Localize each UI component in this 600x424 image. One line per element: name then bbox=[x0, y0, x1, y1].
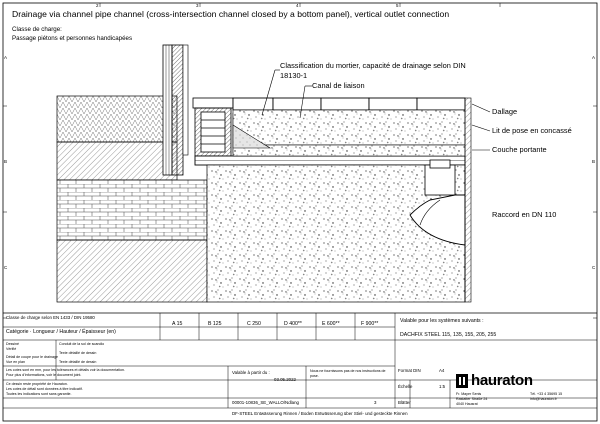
load-class-b125: B 125 bbox=[208, 321, 222, 327]
checked-cell: Vérifié bbox=[6, 347, 17, 351]
section-detail-cell: Détail de coupe pour le drainage bbox=[6, 355, 58, 359]
load-class-value: Passage piétons et personnes handicapées bbox=[12, 35, 133, 42]
grid-letter-a-right: A bbox=[592, 55, 596, 60]
sheet-label: Blätter bbox=[398, 400, 411, 405]
outlet-label: Raccord en DN 110 bbox=[492, 210, 557, 219]
scale-label: Échelle bbox=[398, 384, 413, 389]
load-class-c250: C 250 bbox=[247, 321, 261, 327]
note-4: Les cotes de détail sont données à titre… bbox=[6, 387, 83, 391]
norm-line: Classe de charge selon EN 1433 / DIN 195… bbox=[6, 315, 95, 320]
mortar-norm-label: 18130-1 bbox=[280, 71, 308, 80]
load-class-a15: A 15 bbox=[172, 321, 183, 327]
bedding-label: Lit de pose en concassé bbox=[492, 126, 572, 135]
no-instructions-note: Nous ne fournissons pas de nos instructi… bbox=[310, 369, 386, 379]
grid-letter-b-right: B bbox=[592, 159, 596, 164]
grid-number-2: 2 bbox=[96, 3, 99, 8]
format-label: Format DIN bbox=[398, 368, 421, 373]
valid-from-label: Valable à partir du : bbox=[232, 370, 270, 375]
drawn-cell: Dessiné bbox=[6, 342, 19, 346]
scale-value: 1:5 bbox=[439, 384, 446, 389]
company-address-3: 4040 Hausrat bbox=[456, 402, 478, 406]
systems-list: DACHFIX STEEL 115, 135, 155, 205, 255 bbox=[400, 332, 497, 338]
drawing-title: Drainage via channel pipe channel (cross… bbox=[12, 9, 450, 19]
footer-text: DF-STEEL Entwässerung Rinnen / Boden Ent… bbox=[232, 411, 408, 416]
load-class-label: Classe de charge: bbox=[12, 26, 62, 33]
grid-letter-b: B bbox=[4, 159, 8, 164]
note-3: Ce dessin reste propriété de Hauraton. bbox=[6, 382, 68, 386]
sheet-index: 3 bbox=[374, 400, 377, 405]
valid-systems-label: Valable pour les systèmes suivants : bbox=[400, 318, 484, 324]
note-2: Pour plus d'informations, voir le docume… bbox=[6, 373, 82, 377]
grid-number-5: 5 bbox=[396, 3, 399, 8]
grid-number-3: 3 bbox=[196, 3, 199, 8]
note-5: Toutes les indications sont sans garanti… bbox=[6, 392, 72, 396]
load-class-f900: F 900** bbox=[361, 321, 379, 327]
company-address-1: Fr. Mayer Senis bbox=[456, 392, 482, 396]
drawing-number: 00001-10836_SE_WALLO/Ndlang bbox=[232, 400, 299, 405]
category-field: Catégorie · Longueur / Hauteur / Épaisse… bbox=[6, 329, 116, 335]
mid-cell-1: Conduit de la sol de scandio bbox=[59, 342, 105, 346]
company-email: info@hauraton.fr bbox=[530, 397, 557, 401]
note-1: Les cotes sont en mm, pour les tolérance… bbox=[6, 368, 126, 372]
mortar-class-label: Classification du mortier, capacité de d… bbox=[280, 61, 466, 70]
company-address-2: Rastatter Straße 24 bbox=[456, 397, 488, 401]
load-class-e600: E 600** bbox=[322, 321, 340, 327]
connection-channel-label: Canal de liaison bbox=[312, 81, 365, 90]
paving-label: Dallage bbox=[492, 107, 518, 116]
grid-letter-c-right: C bbox=[592, 265, 596, 270]
load-class-d400: D 400** bbox=[284, 321, 302, 327]
company-logo: hauraton bbox=[471, 372, 533, 389]
grid-letter-c: C bbox=[4, 265, 8, 270]
plan-view-cell: Vue en plan bbox=[6, 360, 26, 364]
base-layer-label: Couche portante bbox=[492, 145, 547, 154]
valid-from-value: 03.05.2022 bbox=[274, 377, 296, 382]
company-phone: Tél. +33 4 35695 15 bbox=[530, 392, 563, 396]
grid-number-4: 4 bbox=[296, 3, 299, 8]
mid-cell-3: Texte détaillé de dessin bbox=[59, 360, 97, 364]
format-value: A4 bbox=[439, 368, 445, 373]
mid-cell-2: Texte détaillé de dessin bbox=[59, 351, 97, 355]
grid-letter-a: A bbox=[4, 55, 8, 60]
